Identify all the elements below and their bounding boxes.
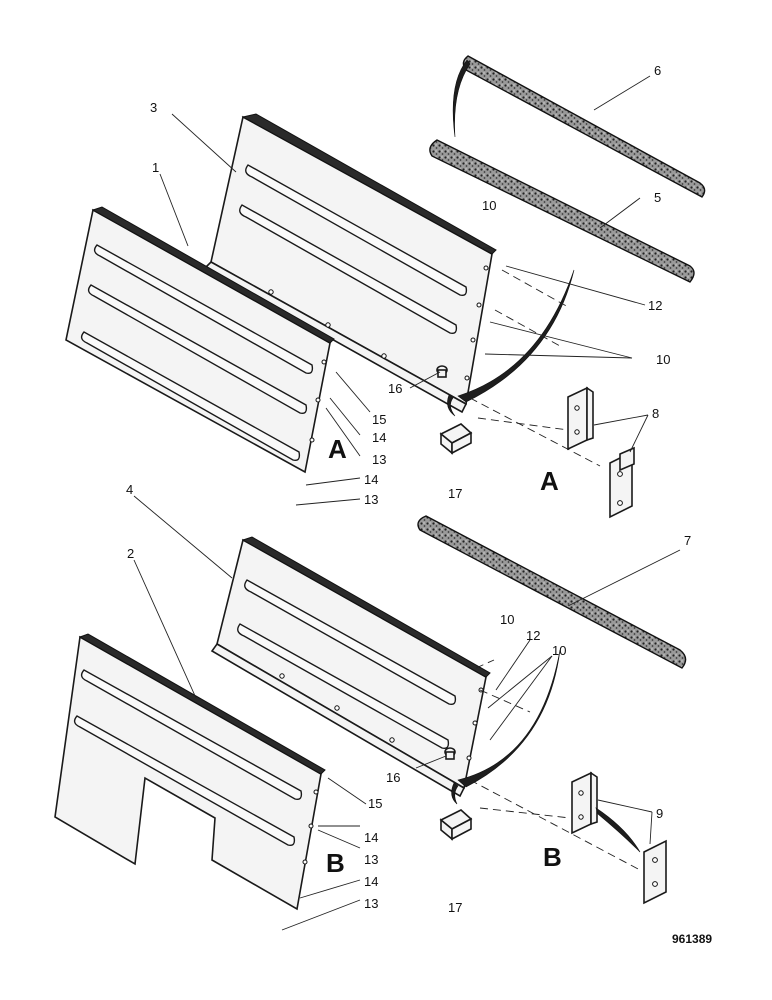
callout-13a: 13 — [372, 452, 386, 467]
drawing-number: 961389 — [672, 932, 712, 946]
callout-10a: 10 — [482, 198, 496, 213]
callout-1: 1 — [152, 160, 159, 175]
knob-part-16-lower — [444, 747, 456, 760]
sealant-strip-lower — [457, 649, 561, 788]
callout-12b: 12 — [526, 628, 540, 643]
view-letter-a-left: A — [328, 434, 347, 464]
panel-part-3 — [203, 113, 497, 414]
view-letter-b-right: B — [543, 842, 562, 872]
seal-strip-part-7 — [417, 515, 687, 669]
callout-13c: 13 — [364, 852, 378, 867]
sealant-tail-upper — [447, 394, 456, 417]
callout-6: 6 — [654, 63, 661, 78]
callout-labels: 1 3 6 5 10 12 10 16 15 14 13 14 13 17 8 … — [126, 63, 712, 946]
callout-17b: 17 — [448, 900, 462, 915]
sealant-strip-top — [452, 59, 471, 138]
view-letter-a-right: A — [540, 466, 559, 496]
callout-10c: 10 — [500, 612, 514, 627]
view-letter-b-left: B — [326, 848, 345, 878]
callout-14a: 14 — [372, 430, 386, 445]
callout-10d: 10 — [552, 643, 566, 658]
callout-14b: 14 — [364, 472, 378, 487]
callout-3: 3 — [150, 100, 157, 115]
callout-13b: 13 — [364, 492, 378, 507]
sealant-tail-lower — [451, 782, 459, 805]
knob-part-16-upper — [436, 365, 448, 378]
callout-12a: 12 — [648, 298, 662, 313]
panel-part-1 — [65, 206, 335, 474]
sealant-strip-bracket — [595, 807, 641, 853]
leader-lines-upper — [159, 75, 651, 506]
rubber-pad-part-17-upper — [439, 423, 473, 455]
callout-14c: 14 — [364, 830, 378, 845]
callout-2: 2 — [127, 546, 134, 561]
panel-part-2 — [54, 633, 326, 911]
seal-strip-part-5 — [429, 139, 695, 283]
callout-16a: 16 — [388, 381, 402, 396]
callout-9: 9 — [656, 806, 663, 821]
callout-15b: 15 — [368, 796, 382, 811]
callout-4: 4 — [126, 482, 133, 497]
callout-10b: 10 — [656, 352, 670, 367]
hinge-bracket-part-9 — [571, 771, 667, 905]
hinge-bracket-part-8 — [567, 386, 635, 519]
sealant-strip-upper — [457, 269, 575, 403]
callout-13d: 13 — [364, 896, 378, 911]
callout-14d: 14 — [364, 874, 378, 889]
trim-strip-part-6 — [462, 55, 706, 198]
callout-15a: 15 — [372, 412, 386, 427]
callout-8: 8 — [652, 406, 659, 421]
callout-17a: 17 — [448, 486, 462, 501]
callout-5: 5 — [654, 190, 661, 205]
callout-16b: 16 — [386, 770, 400, 785]
callout-7: 7 — [684, 533, 691, 548]
leader-lines-lower — [133, 495, 681, 931]
panel-part-4 — [210, 536, 491, 798]
rubber-pad-part-17-lower — [439, 809, 473, 841]
